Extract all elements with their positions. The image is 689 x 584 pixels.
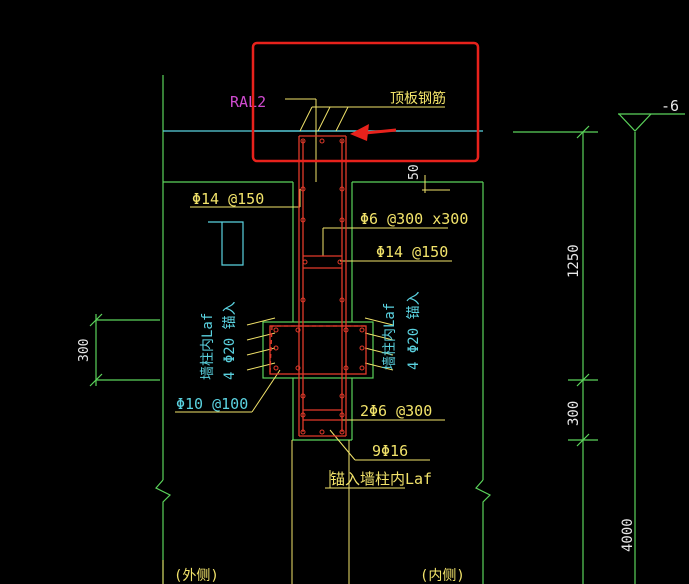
anchor-left-label-1: 墙柱内Laf	[200, 313, 216, 380]
dim-300-right-label: 300	[566, 401, 582, 426]
phi6-300x300-label: Φ6 @300 x300	[360, 210, 468, 228]
elevation-marker	[618, 113, 685, 132]
dim-4000-label: 4000	[620, 518, 636, 552]
dim-50-label: 50	[407, 164, 422, 180]
inner-side-label: (内侧)	[420, 568, 465, 584]
dim-300-left-label: 300	[77, 339, 92, 362]
phi14-150-left-label: Φ14 @150	[192, 190, 264, 208]
anchor-right-label-2: 4 Φ20 锚入	[406, 291, 422, 370]
anchor-right-label-1: 墙柱内Laf	[382, 303, 398, 370]
dim-1250-label: 1250	[566, 244, 582, 278]
phi10-100-label: Φ10 @100	[176, 395, 248, 413]
outer-side-label: (外侧)	[174, 568, 219, 584]
phi14-150-right-label: Φ14 @150	[376, 243, 448, 261]
two-phi6-300-label: 2Φ6 @300	[360, 402, 432, 420]
ra-label: RAL2	[230, 93, 266, 111]
top-slab-rebar-label: 顶板钢筋	[390, 90, 446, 107]
cyan-marker	[208, 221, 244, 266]
nine-phi16-label: 9Φ16	[372, 442, 408, 460]
concrete-outline	[89, 75, 636, 584]
column-rebar	[269, 135, 367, 437]
elevation-label: -6	[661, 97, 679, 115]
rebar-dots	[273, 138, 365, 435]
anchor-left-label-2: 4 Φ20 锚入	[222, 301, 238, 380]
anchor-bottom-label: 锚入墙柱内Laf	[330, 470, 432, 488]
highlight-arrow	[350, 124, 397, 141]
leader-lines	[162, 98, 452, 584]
highlight-box	[251, 41, 480, 163]
